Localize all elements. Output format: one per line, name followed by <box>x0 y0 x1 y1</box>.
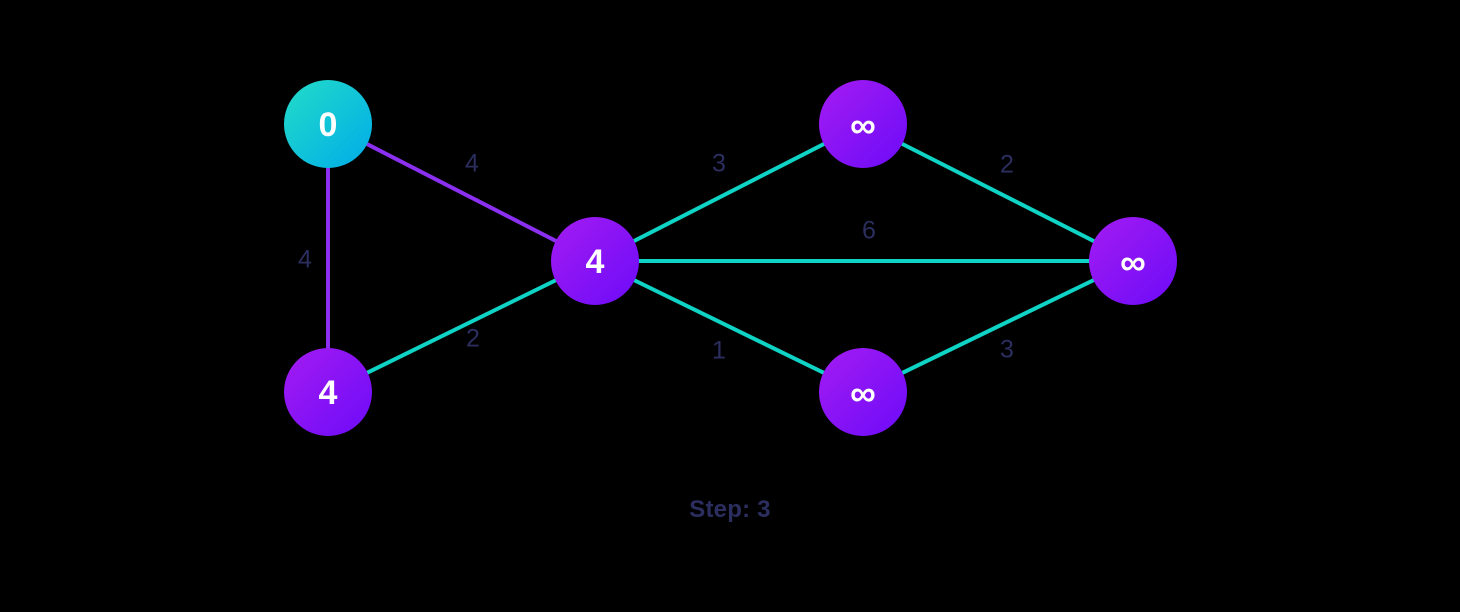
graph-edge-d-f <box>861 122 1135 263</box>
nodes-layer: 0 4 4 ∞ ∞ ∞ <box>284 80 1177 436</box>
graph-edge-e-f <box>861 259 1135 394</box>
step-status-label: Step: 3 <box>689 496 771 523</box>
node-circle-e[interactable] <box>819 348 907 436</box>
edge-weight-a-b: 4 <box>298 246 312 274</box>
edge-weight-c-d: 3 <box>712 150 726 178</box>
graph-node-f[interactable]: ∞ <box>1089 217 1177 305</box>
edge-weight-b-c: 2 <box>466 325 480 353</box>
node-distance-d: ∞ <box>850 105 876 146</box>
graph-edge-c-d <box>593 122 865 263</box>
edge-labels-layer: 4 4 2 3 6 1 2 3 <box>298 150 1014 365</box>
node-distance-a: 0 <box>319 106 338 144</box>
edge-weight-d-f: 2 <box>1000 151 1014 179</box>
node-circle-b[interactable] <box>284 348 372 436</box>
graph-edge-c-e <box>593 259 865 394</box>
graph-node-b[interactable]: 4 <box>284 348 372 436</box>
graph-node-a[interactable]: 0 <box>284 80 372 168</box>
graph-node-c[interactable]: 4 <box>551 217 639 305</box>
edge-weight-a-c: 4 <box>465 150 479 178</box>
edge-weight-c-f: 6 <box>862 217 876 245</box>
node-distance-f: ∞ <box>1120 242 1146 283</box>
graph-edge-b-c <box>326 259 597 394</box>
node-distance-e: ∞ <box>850 373 876 414</box>
node-distance-c: 4 <box>586 243 605 281</box>
graph-node-e[interactable]: ∞ <box>819 348 907 436</box>
node-distance-b: 4 <box>319 374 338 412</box>
node-circle-c[interactable] <box>551 217 639 305</box>
graph-node-d[interactable]: ∞ <box>819 80 907 168</box>
edge-weight-c-e: 1 <box>712 337 726 365</box>
node-circle-d[interactable] <box>819 80 907 168</box>
node-circle-a[interactable] <box>284 80 372 168</box>
edges-layer <box>326 122 1135 394</box>
node-circle-f[interactable] <box>1089 217 1177 305</box>
edge-weight-e-f: 3 <box>1000 336 1014 364</box>
graph-edge-a-c <box>326 122 597 263</box>
